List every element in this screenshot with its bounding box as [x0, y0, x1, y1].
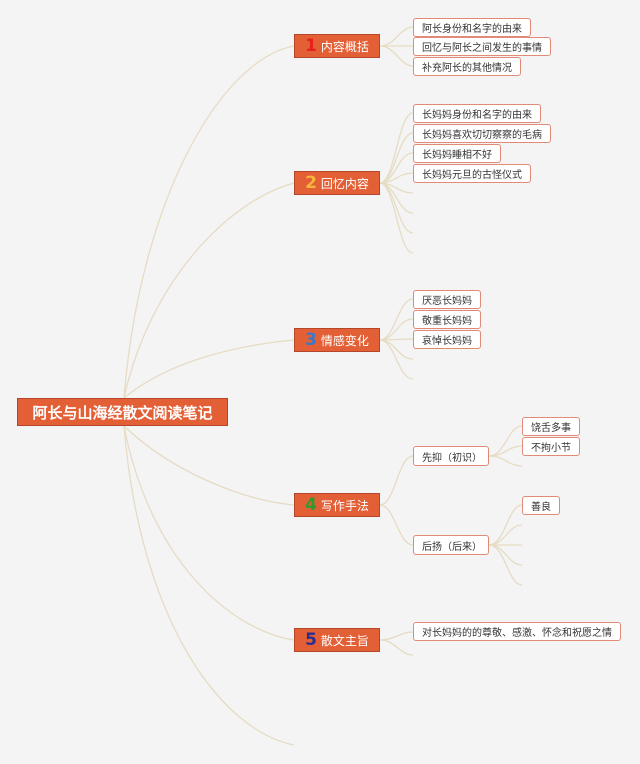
branch-1-leaf-3[interactable]: 补充阿长的其他情况: [413, 57, 521, 76]
branch-4-sub-2-leaf-1[interactable]: 善良: [522, 496, 560, 515]
leaf-label: 长妈妈元旦的古怪仪式: [422, 170, 522, 181]
leaf-label: 长妈妈身份和名字的由来: [422, 110, 532, 121]
branch-1-leaf-2[interactable]: 回忆与阿长之间发生的事情: [413, 37, 551, 56]
leaf-label: 补充阿长的其他情况: [422, 63, 512, 74]
branch-5-number: 5: [305, 629, 317, 650]
leaf-label: 敬重长妈妈: [422, 316, 472, 327]
leaf-label: 善良: [531, 502, 551, 513]
leaf-label: 对长妈妈的的尊敬、感激、怀念和祝愿之情: [422, 628, 612, 639]
branch-2-leaf-4[interactable]: 长妈妈元旦的古怪仪式: [413, 164, 531, 183]
leaf-label: 厌恶长妈妈: [422, 296, 472, 307]
leaf-label: 长妈妈睡相不好: [422, 150, 492, 161]
branch-2-node[interactable]: 2 回忆内容: [294, 171, 380, 195]
branch-4-node[interactable]: 4 写作手法: [294, 493, 380, 517]
branch-5-leaf-1[interactable]: 对长妈妈的的尊敬、感激、怀念和祝愿之情: [413, 622, 621, 641]
branch-2-leaf-3[interactable]: 长妈妈睡相不好: [413, 144, 501, 163]
sub-label: 先抑（初识）: [422, 452, 482, 464]
branch-3-number: 3: [305, 329, 317, 350]
branch-4-sub-1-leaf-2[interactable]: 不拘小节: [522, 437, 580, 456]
branch-4-label: 写作手法: [320, 498, 369, 513]
branch-3-label: 情感变化: [320, 333, 369, 348]
leaf-label: 回忆与阿长之间发生的事情: [422, 43, 542, 54]
branch-1-number: 1: [305, 35, 317, 56]
branch-4-sub-2[interactable]: 后扬（后来）: [413, 535, 489, 555]
branch-1-label: 内容概括: [320, 39, 369, 54]
branch-2-label: 回忆内容: [320, 176, 369, 191]
branch-5-node[interactable]: 5 散文主旨: [294, 628, 380, 652]
branch-4-sub-1[interactable]: 先抑（初识）: [413, 446, 489, 466]
branch-1-node[interactable]: 1 内容概括: [294, 34, 380, 58]
branch-1-leaf-1[interactable]: 阿长身份和名字的由来: [413, 18, 531, 37]
leaf-label: 长妈妈喜欢切切察察的毛病: [422, 130, 542, 141]
root-node[interactable]: 阿长与山海经散文阅读笔记: [17, 398, 228, 426]
branch-4-sub-1-leaf-1[interactable]: 饶舌多事: [522, 417, 580, 436]
branch-2-number: 2: [305, 172, 317, 193]
root-title: 阿长与山海经散文阅读笔记: [32, 403, 213, 422]
branch-3-node[interactable]: 3 情感变化: [294, 328, 380, 352]
leaf-label: 阿长身份和名字的由来: [422, 24, 522, 35]
branch-2-leaf-1[interactable]: 长妈妈身份和名字的由来: [413, 104, 541, 123]
leaf-label: 饶舌多事: [531, 423, 571, 434]
leaf-label: 哀悼长妈妈: [422, 336, 472, 347]
branch-2-leaf-2[interactable]: 长妈妈喜欢切切察察的毛病: [413, 124, 551, 143]
branch-3-leaf-2[interactable]: 敬重长妈妈: [413, 310, 481, 329]
sub-label: 后扬（后来）: [422, 541, 482, 553]
branch-3-leaf-3[interactable]: 哀悼长妈妈: [413, 330, 481, 349]
branch-4-number: 4: [305, 494, 317, 515]
leaf-label: 不拘小节: [531, 443, 571, 454]
branch-5-label: 散文主旨: [320, 633, 369, 648]
branch-3-leaf-1[interactable]: 厌恶长妈妈: [413, 290, 481, 309]
